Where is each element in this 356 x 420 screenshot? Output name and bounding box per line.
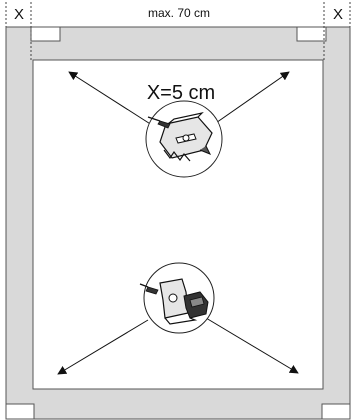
- arrow-bottom-right: [205, 317, 299, 374]
- arrow-bottom-left: [57, 319, 149, 375]
- arrow-top-left: [68, 71, 156, 128]
- left-x-label: X: [14, 6, 24, 23]
- top-bracket-icon: [145, 100, 223, 178]
- dimension-label: max. 70 cm: [148, 6, 210, 20]
- bottom-right-tab: [321, 403, 351, 420]
- right-x-label: X: [333, 6, 343, 23]
- arrow-top-right: [212, 71, 290, 126]
- bottom-bracket-icon: [139, 262, 215, 334]
- top-right-tab: [296, 26, 327, 42]
- offset-label: X=5 cm: [147, 82, 215, 104]
- bottom-left-tab: [5, 403, 35, 420]
- top-left-tab: [30, 26, 61, 42]
